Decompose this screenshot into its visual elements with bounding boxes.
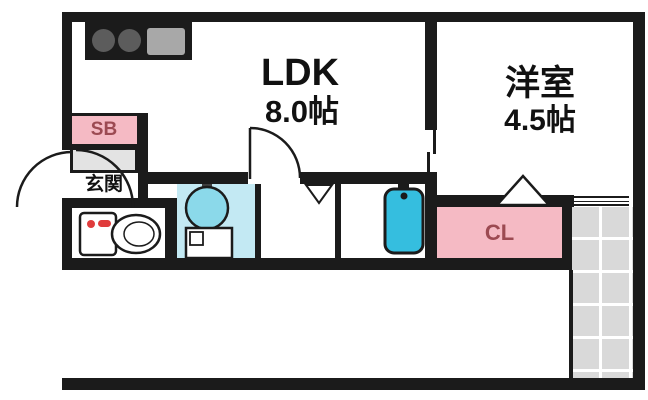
window-pane-line — [574, 200, 629, 202]
wall — [62, 258, 572, 270]
wall — [138, 113, 148, 198]
room-size-ldk: 8.0帖 — [264, 94, 340, 129]
wall — [633, 12, 645, 390]
closet-label: CL — [484, 219, 515, 245]
toilet — [78, 211, 162, 257]
ldk-door-arc — [249, 126, 302, 179]
wall — [62, 207, 72, 270]
wall — [425, 12, 437, 130]
stove-burner-icon — [92, 29, 115, 52]
room-size-western: 4.5帖 — [504, 104, 576, 137]
room-label-ldk: LDK — [260, 52, 340, 94]
wall — [142, 172, 248, 184]
shoe-box: SB — [68, 113, 140, 147]
wall — [335, 184, 341, 270]
closet-floor: CL — [437, 207, 562, 258]
shoe-box-label: SB — [90, 119, 118, 140]
wall — [165, 198, 177, 270]
wall — [62, 22, 72, 150]
balcony-floor — [572, 207, 633, 378]
wall — [62, 378, 645, 390]
entrance-door-arc — [75, 148, 135, 208]
bathroom-door-swing — [304, 184, 334, 205]
wall — [300, 172, 425, 184]
bathtub — [383, 183, 425, 255]
sliding-door-leaf — [427, 152, 430, 174]
room-label-western: 洋室 — [504, 64, 575, 103]
closet-door-swing — [494, 174, 552, 207]
wall — [62, 12, 645, 22]
wall — [255, 184, 261, 270]
sliding-door-leaf — [433, 130, 436, 154]
window — [574, 196, 629, 206]
kitchen-sink — [147, 28, 185, 55]
entrance-door-arc — [15, 150, 73, 208]
wall — [62, 198, 177, 208]
wall — [569, 270, 573, 378]
wall — [562, 195, 572, 270]
stove-burner-icon — [118, 29, 141, 52]
washbasin — [184, 184, 230, 231]
room-label-entrance: 玄関 — [84, 174, 123, 195]
washing-machine-pan — [184, 226, 234, 260]
wall — [425, 172, 437, 270]
